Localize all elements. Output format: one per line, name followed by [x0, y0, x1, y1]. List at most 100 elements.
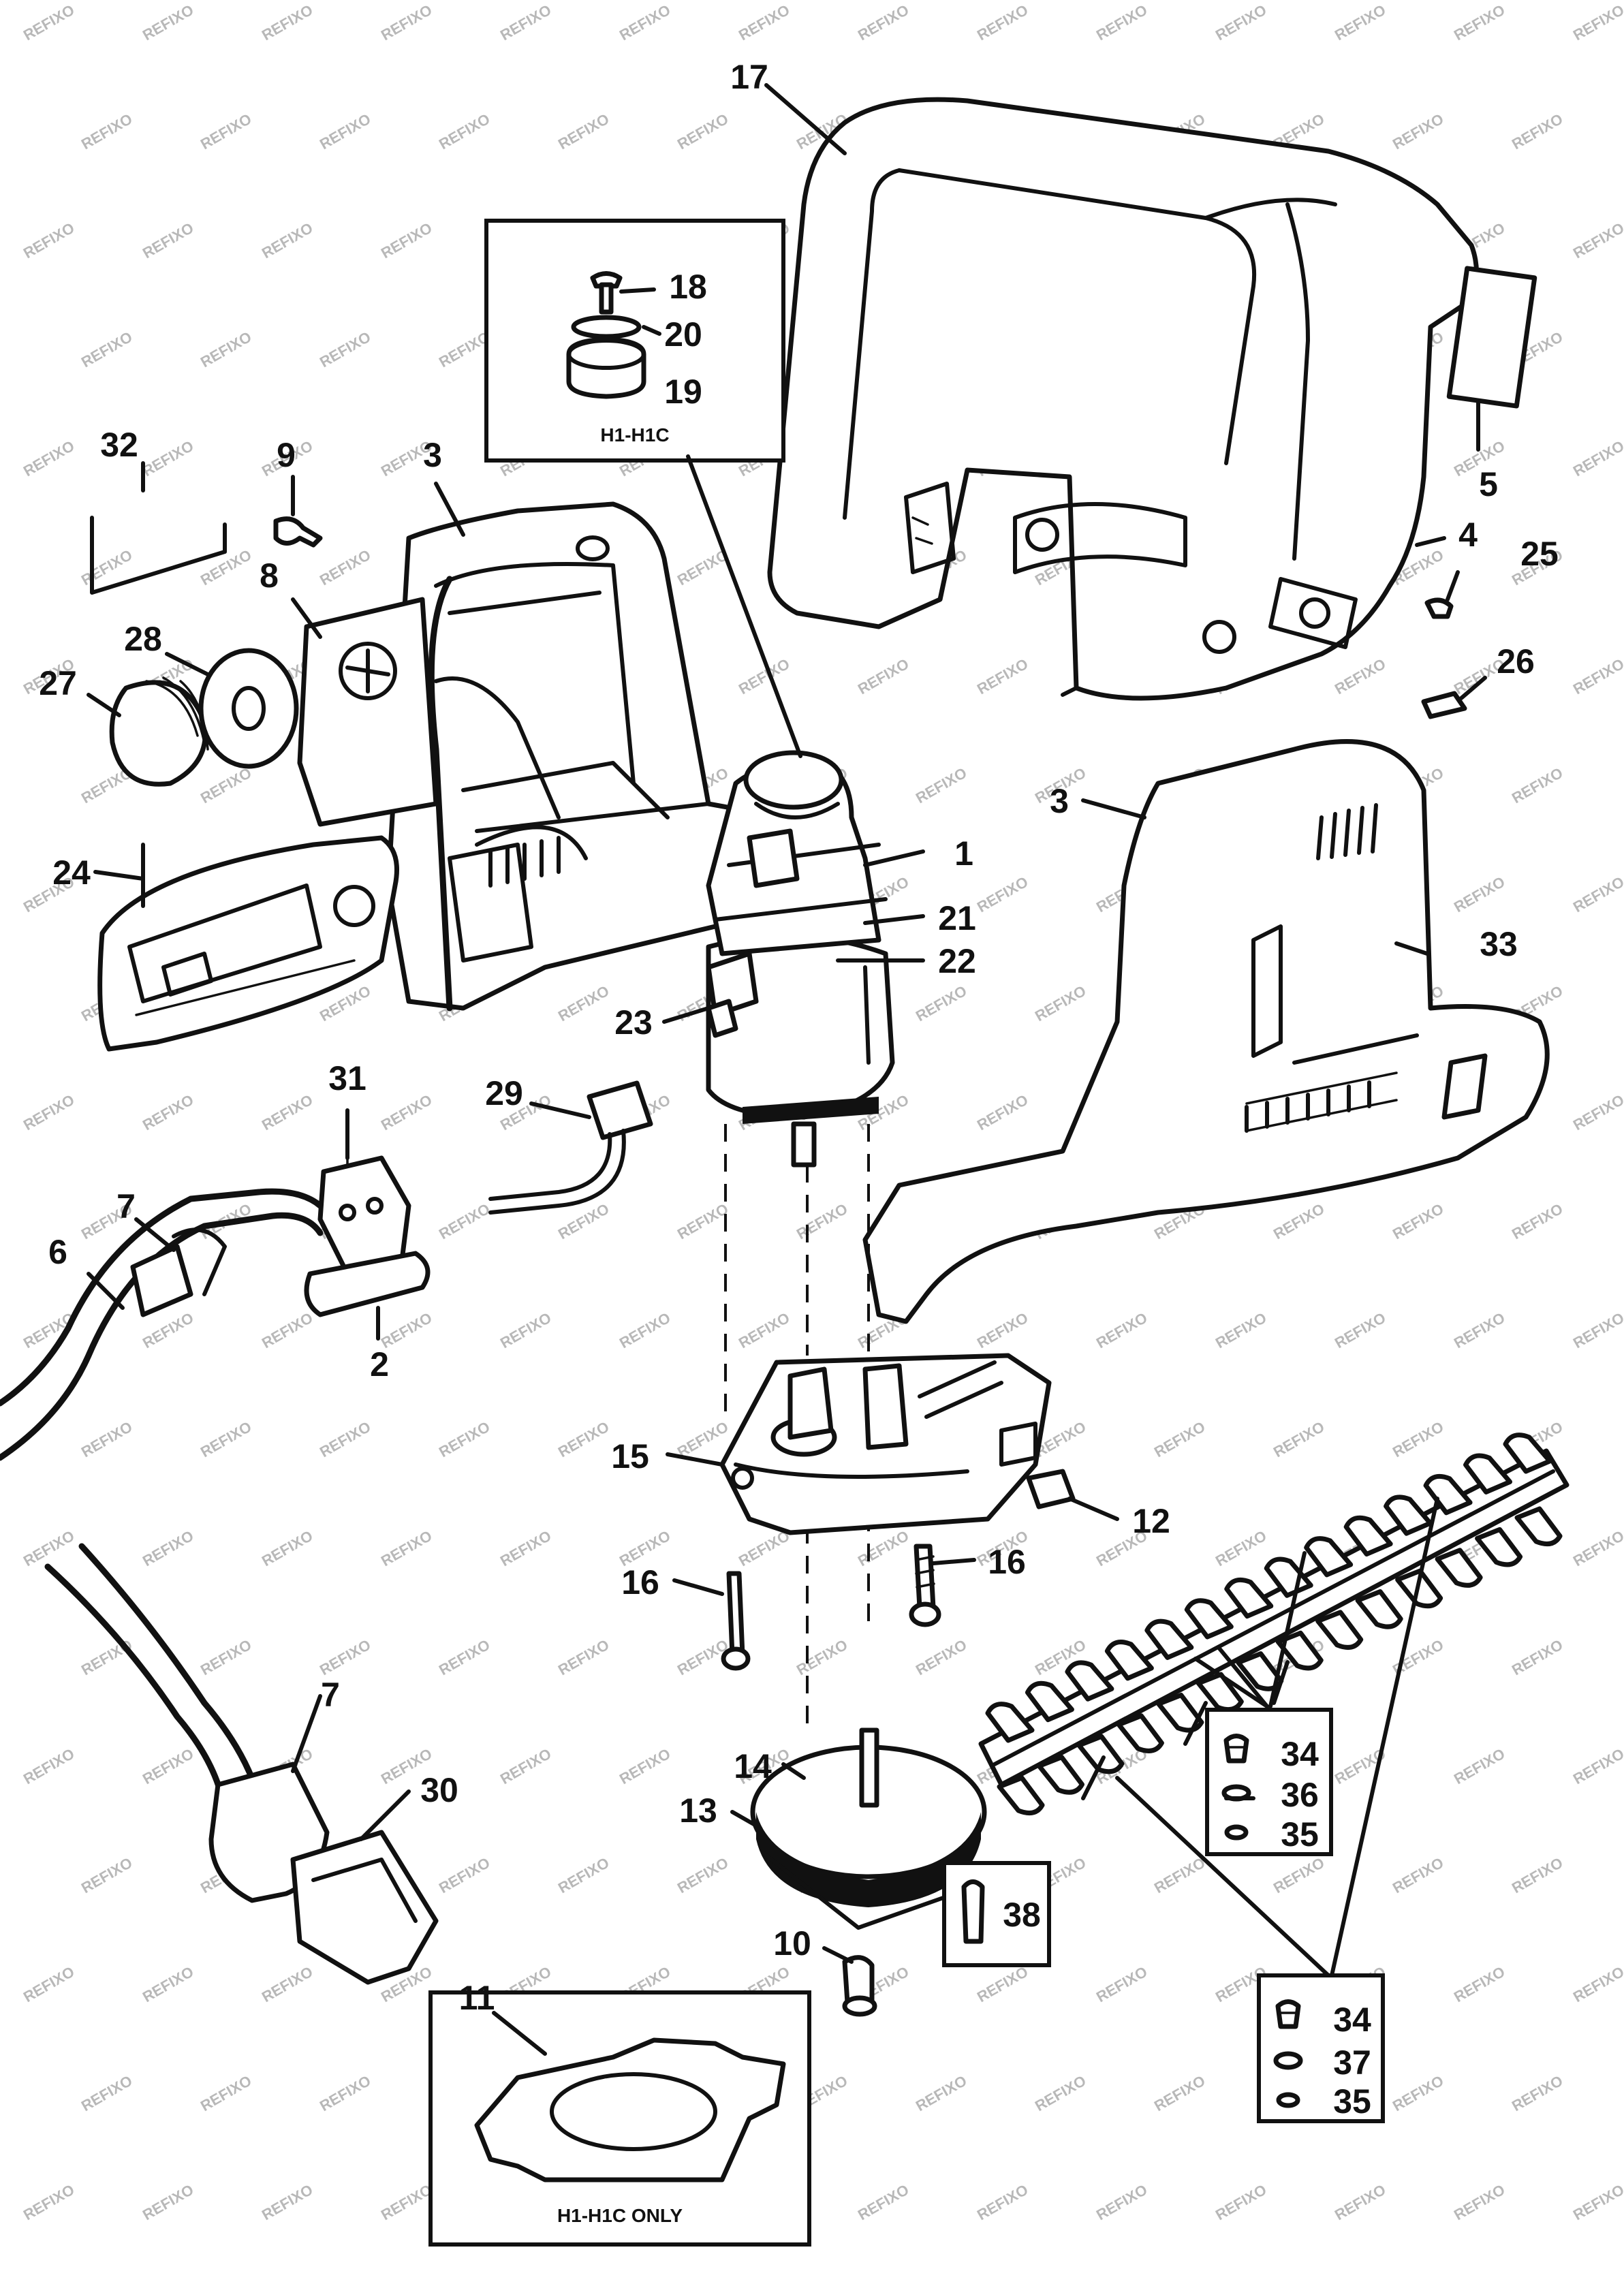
label-20: 20 — [664, 315, 702, 354]
watermark-text: REFIXO — [259, 2181, 315, 2224]
watermark-text: REFIXO — [1390, 1418, 1446, 1461]
label-15: 15 — [611, 1437, 649, 1475]
label-12: 12 — [1132, 1502, 1170, 1540]
right-housing — [862, 739, 1550, 1324]
label-8: 8 — [260, 557, 279, 595]
watermark-text: REFIXO — [1332, 655, 1388, 698]
screw-9 — [273, 516, 323, 548]
label-13: 13 — [679, 1791, 717, 1830]
inset-bottom: H1-H1C ONLY — [428, 1990, 811, 2247]
label-16-left: 16 — [621, 1563, 659, 1601]
watermark-text: REFIXO — [1213, 1527, 1269, 1570]
label-19: 19 — [664, 373, 702, 411]
label-3-right: 3 — [1050, 782, 1069, 820]
label-24: 24 — [52, 854, 91, 892]
label-37: 37 — [1333, 2044, 1371, 2082]
watermark-text: REFIXO — [1390, 1200, 1446, 1243]
watermark-text: REFIXO — [497, 1, 554, 44]
watermark-text: REFIXO — [140, 437, 196, 480]
watermark-text: REFIXO — [259, 1309, 315, 1352]
blade-tooth — [1315, 1610, 1364, 1650]
watermark-text: REFIXO — [1509, 110, 1565, 153]
watermark-text: REFIXO — [1213, 1, 1269, 44]
part-number-labels: 17 5 4 25 26 32 9 3 8 28 27 3 1 21 22 23… — [39, 58, 1559, 1962]
watermark-text: REFIXO — [1032, 982, 1089, 1025]
watermark-text: REFIXO — [1451, 1745, 1508, 1788]
label-7-top: 7 — [116, 1187, 136, 1225]
trigger-switch — [304, 1150, 431, 1317]
blade-teeth-upper — [985, 1433, 1552, 1743]
watermark-text: REFIXO — [1570, 1745, 1624, 1788]
label-29: 29 — [485, 1074, 523, 1112]
watermark-text: REFIXO — [497, 1745, 554, 1788]
watermark-text: REFIXO — [1451, 873, 1508, 916]
hardware-box-c — [942, 1861, 1051, 1967]
label-17: 17 — [730, 58, 768, 96]
power-cable — [0, 1188, 324, 1461]
watermark-text: REFIXO — [1451, 1963, 1508, 2006]
blade-tooth — [1384, 1495, 1433, 1536]
watermark-text: REFIXO — [317, 2072, 373, 2115]
watermark-text: REFIXO — [974, 655, 1031, 698]
watermark-text: REFIXO — [78, 1854, 135, 1897]
watermark-text: REFIXO — [378, 1091, 435, 1134]
watermark-text: REFIXO — [198, 328, 254, 371]
watermark-text: REFIXO — [436, 1636, 493, 1679]
housing-vents-top — [1316, 803, 1378, 860]
label-26: 26 — [1497, 642, 1535, 680]
blade-tooth — [1224, 1577, 1274, 1619]
watermark-text: REFIXO — [497, 1527, 554, 1570]
label-14: 14 — [734, 1747, 772, 1785]
hardware-box-a — [1205, 1708, 1333, 1856]
watermark-text: REFIXO — [140, 2181, 196, 2224]
label-18: 18 — [669, 268, 707, 306]
watermark-text: REFIXO — [974, 1309, 1031, 1352]
motor — [706, 750, 895, 1168]
label-32: 32 — [100, 426, 138, 464]
inset-top: H1-H1C — [484, 219, 785, 463]
watermark-text: REFIXO — [616, 1, 673, 44]
watermark-text: REFIXO — [140, 1745, 196, 1788]
watermark-text: REFIXO — [1570, 1527, 1624, 1570]
watermark-text: REFIXO — [1570, 1, 1624, 44]
watermark-text: REFIXO — [974, 873, 1031, 916]
watermark-text: REFIXO — [140, 1309, 196, 1352]
watermark-text: REFIXO — [1570, 2181, 1624, 2224]
watermark-text: REFIXO — [1509, 1854, 1565, 1897]
watermark-text: REFIXO — [674, 1418, 731, 1461]
blade-tooth — [1435, 1548, 1483, 1588]
watermark-text: REFIXO — [259, 219, 315, 262]
watermark-text: REFIXO — [855, 1527, 911, 1570]
label-16-right: 16 — [988, 1543, 1026, 1581]
blade-tooth — [1423, 1473, 1473, 1516]
watermark-text: REFIXO — [20, 1745, 77, 1788]
label-1: 1 — [954, 834, 973, 873]
watermark-text: REFIXO — [436, 1418, 493, 1461]
blade-tooth — [1025, 1680, 1074, 1723]
watermark-text: REFIXO — [1332, 1, 1388, 44]
label-25: 25 — [1520, 535, 1559, 573]
watermark-text: REFIXO — [1509, 2072, 1565, 2115]
watermark-text: REFIXO — [436, 328, 493, 371]
watermark-text: REFIXO — [497, 1309, 554, 1352]
watermark-text: REFIXO — [20, 2181, 77, 2224]
watermark-text: REFIXO — [140, 219, 196, 262]
blade-tooth — [1065, 1660, 1114, 1702]
watermark-text: REFIXO — [974, 2181, 1031, 2224]
blade-assembly — [978, 1433, 1570, 1816]
watermark-text: REFIXO — [1570, 655, 1624, 698]
label-11: 11 — [459, 1979, 495, 2017]
watermark-text: REFIXO — [555, 1636, 612, 1679]
leader-lines — [87, 83, 1487, 2056]
label-10: 10 — [773, 1924, 811, 1962]
watermark-text: REFIXO — [555, 110, 612, 153]
blade-teeth-lower — [997, 1506, 1563, 1816]
watermark-text: REFIXO — [259, 1963, 315, 2006]
watermark-text: REFIXO — [317, 1418, 373, 1461]
watermark-text: REFIXO — [1332, 2181, 1388, 2224]
label-34-a: 34 — [1281, 1735, 1319, 1773]
watermark-text: REFIXO — [1509, 764, 1565, 807]
watermark-text: REFIXO — [198, 1636, 254, 1679]
watermark-text: REFIXO — [855, 2181, 911, 2224]
